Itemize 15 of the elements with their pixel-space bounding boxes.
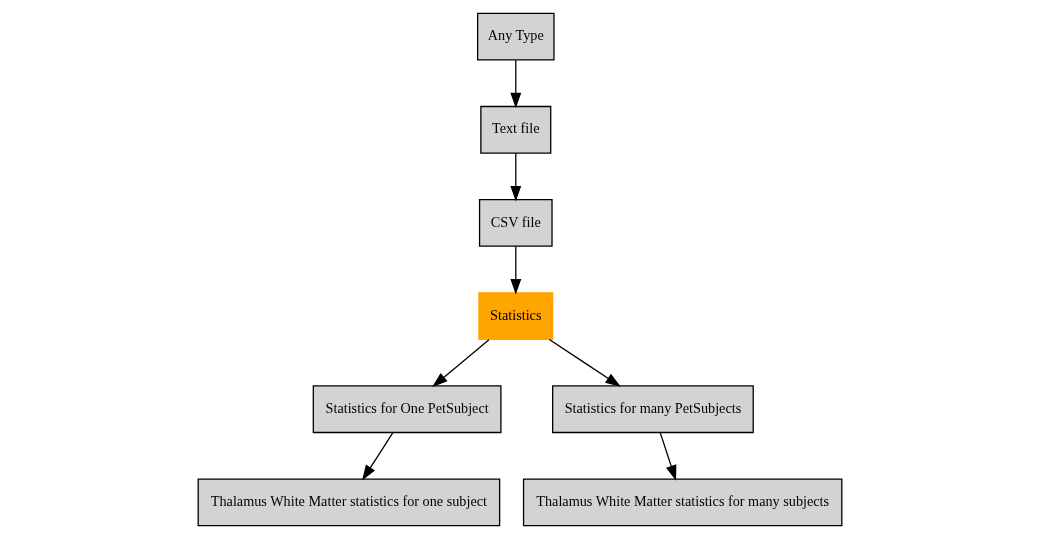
arrow [548, 338, 621, 387]
node-box: Statistics [478, 292, 554, 340]
node-box: Any Type [477, 12, 555, 61]
node-box: Statistics for One PetSubject [312, 385, 502, 434]
node-box: Thalamus White Matter statistics for many subjects [522, 478, 843, 527]
arrow [510, 152, 522, 202]
node-box: CSV file [478, 199, 553, 247]
node-box: Text file [480, 105, 552, 154]
node-box: Statistics for many PetSubjects [552, 385, 754, 434]
node-box: Thalamus White Matter statistics for one subject [197, 478, 501, 527]
arrow [510, 59, 522, 109]
arrow [362, 432, 394, 481]
arrow [659, 432, 677, 481]
arrow [432, 339, 490, 388]
arrow [510, 245, 522, 295]
